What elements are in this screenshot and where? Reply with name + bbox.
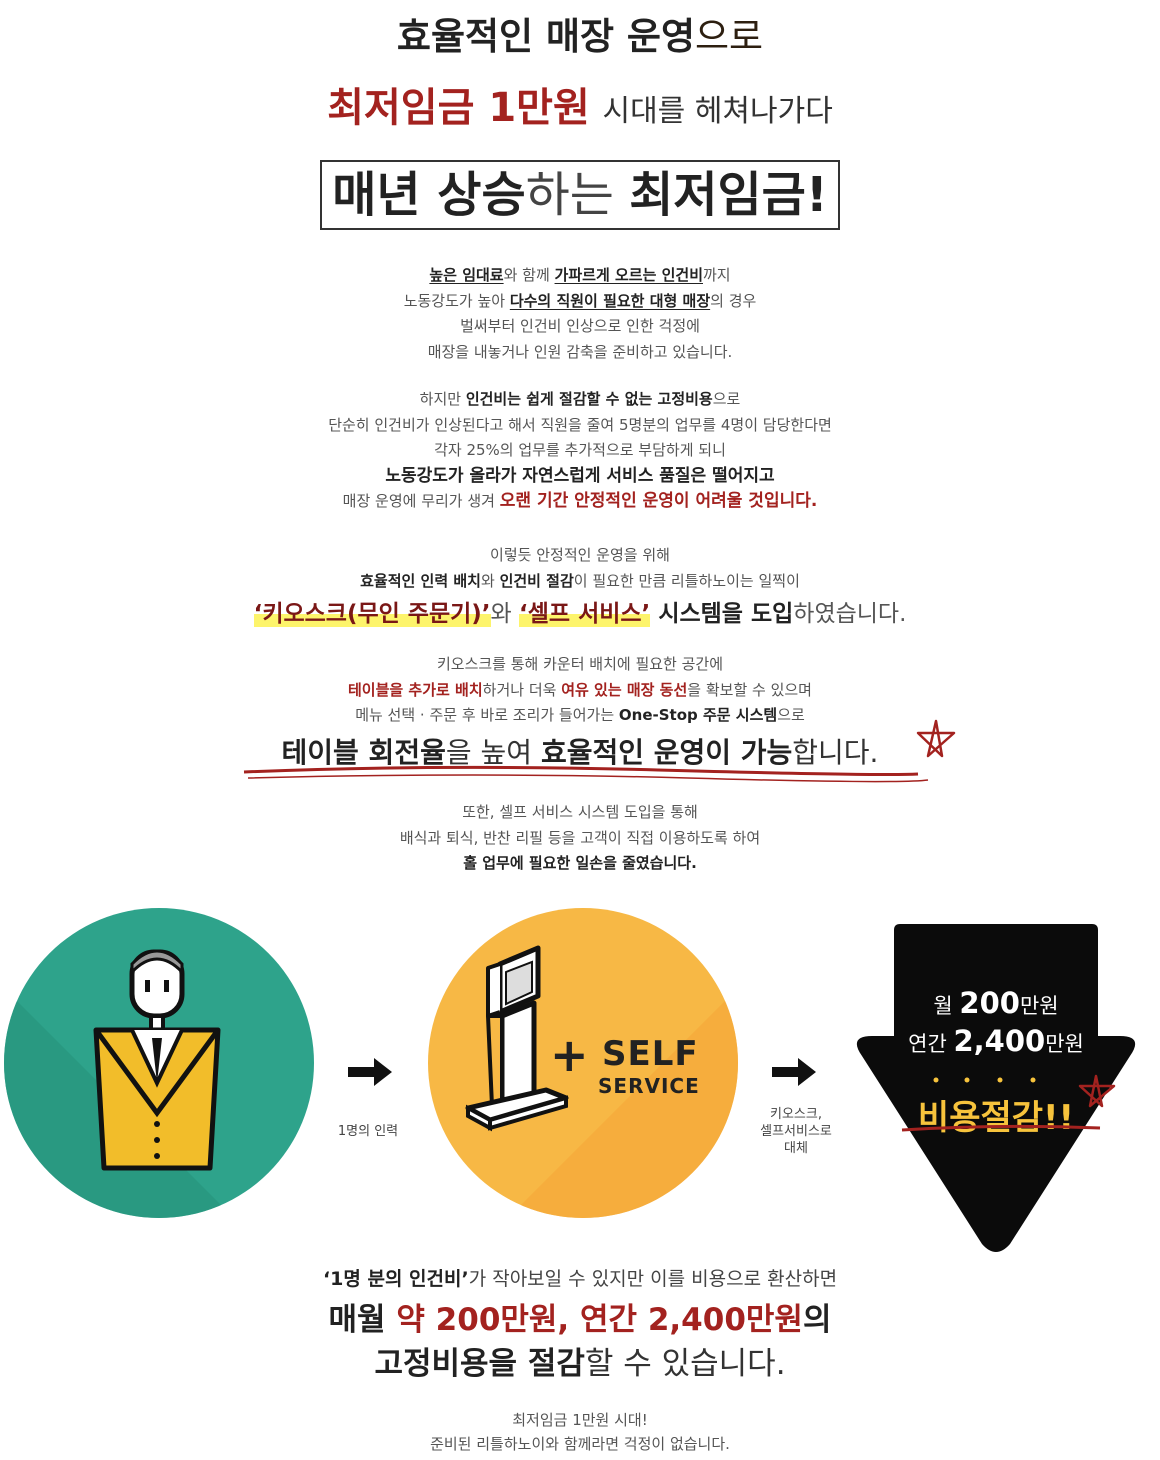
title-box-wrap: 매년 상승하는 최저임금! <box>0 160 1160 230</box>
bottom-l1a: ‘1명 분의 인건비’ <box>322 1268 469 1290</box>
p3-l2c: 인건비 절감 <box>499 571 574 590</box>
p4-l3b: One-Stop 주문 시스템 <box>618 706 778 724</box>
p5-l1: 또한, 셀프 서비스 시스템 도입을 통해 <box>462 803 698 821</box>
bottom-l1b: 가 작아보일 수 있지만 이를 비용으로 환산하면 <box>468 1268 838 1290</box>
p1-l1a: 높은 임대료 <box>429 266 504 284</box>
month-a: 월 <box>933 994 960 1018</box>
p4-l2c: 여유 있는 매장 동선 <box>561 680 688 699</box>
p4-l3a: 메뉴 선택 · 주문 후 바로 조리가 들어가는 <box>355 706 619 724</box>
p1-l4: 매장을 내놓거나 인원 감축을 준비하고 있습니다. <box>427 342 733 361</box>
paragraph-4: 키오스크를 통해 카운터 배치에 필요한 공간에 테이블을 추가로 배치하거나 … <box>0 652 1160 777</box>
staff-person-icon <box>4 949 314 1218</box>
title-box: 매년 상승하는 최저임금! <box>320 160 840 230</box>
headline-1-bold: 효율적인 매장 운영 <box>396 15 695 58</box>
p4-l4d: 합니다. <box>792 735 879 769</box>
bottom-l3b: 할 수 있습니다. <box>584 1346 786 1382</box>
p5-l3: 홀 업무에 필요한 일손을 줄였습니다. <box>463 854 697 872</box>
title-box-c: 최저임금! <box>629 167 828 223</box>
caption2-l2: 셀프서비스로 <box>760 1124 832 1139</box>
p2-l3: 각자 25%의 업무를 추가적으로 부담하게 되니 <box>434 441 726 459</box>
p2-l1c: 으로 <box>712 390 741 408</box>
bottom-l3a: 고정비용을 절감 <box>374 1346 585 1382</box>
arrow-right-icon-2 <box>770 1052 818 1098</box>
p3-kiosk: ‘키오스크(무인 주문기)’ <box>253 601 491 627</box>
title-box-a: 매년 상승 <box>332 167 526 223</box>
paragraph-1: 높은 임대료와 함께 가파르게 오르는 인건비까지 노동강도가 높아 다수의 직… <box>0 263 1160 365</box>
month-b: 200 <box>959 986 1020 1020</box>
down-arrow-icon <box>856 924 1136 1252</box>
p1-l2a: 노동강도가 높아 <box>403 291 510 310</box>
p2-l1a: 하지만 <box>419 390 466 408</box>
p1-l2c: 의 경우 <box>710 291 757 310</box>
headline-2: 최저임금 1만원 시대를 헤쳐나가다 <box>0 75 1160 133</box>
caption-one-person: 1명의 인력 <box>337 1124 399 1139</box>
p1-l1b: 와 함께 <box>503 266 555 284</box>
caption-replacement: 키오스크, 셀프서비스로 대체 <box>744 1106 848 1157</box>
p3-l3e: 하였습니다. <box>793 601 907 627</box>
year-b: 2,400 <box>953 1024 1046 1058</box>
year-a: 연간 <box>908 1032 954 1056</box>
p3-l2b: 와 <box>480 571 500 590</box>
bottom-closing: 최저임금 1만원 시대! 준비된 리틀하노이와 함께라면 걱정이 없습니다. <box>0 1408 1160 1456</box>
headline-1-rest: 으로 <box>695 15 764 58</box>
self-label: SELF <box>602 1034 699 1074</box>
cost-saving-decoration <box>901 1074 1116 1132</box>
kiosk-icon <box>465 945 738 1218</box>
p4-l1: 키오스크를 통해 카운터 배치에 필요한 공간에 <box>436 655 724 673</box>
p3-l3b: 와 <box>490 601 520 627</box>
p4-l2b: 하거나 더욱 <box>482 680 562 699</box>
bottom-highlight: 매월 약 200만원, 연간 2,400만원의 고정비용을 절감할 수 있습니다… <box>0 1298 1160 1386</box>
bottom-l2b: 약 200만원, 연간 2,400만원 <box>396 1302 803 1338</box>
headline-2-red: 최저임금 1만원 <box>327 85 590 131</box>
p3-l1: 이렇듯 안정적인 운영을 위해 <box>490 546 670 564</box>
caption2-l1: 키오스크, <box>770 1107 822 1122</box>
p2-l1b: 인건비는 쉽게 절감할 수 없는 고정비용 <box>465 390 713 408</box>
p4-l4b: 을 높여 <box>445 735 541 769</box>
p1-l3: 벌써부터 인건비 인상으로 인한 걱정에 <box>460 317 700 335</box>
star-doodle-icon <box>916 719 956 758</box>
p3-l2d: 이 필요한 만큼 리틀하노이는 일찍이 <box>573 571 800 590</box>
p3-self-service: ‘셀프 서비스’ <box>519 601 651 627</box>
paragraph-5: 또한, 셀프 서비스 시스템 도입을 통해 배식과 퇴식, 반찬 리필 등을 고… <box>0 800 1160 877</box>
bottom-l4: 최저임금 1만원 시대! <box>512 1411 648 1429</box>
paragraph-2: 하지만 인건비는 쉽게 절감할 수 없는 고정비용으로 단순히 인건비가 인상된… <box>0 387 1160 515</box>
bottom-line-1: ‘1명 분의 인건비’가 작아보일 수 있지만 이를 비용으로 환산하면 <box>0 1264 1160 1291</box>
plus-icon: + <box>550 1028 589 1082</box>
p4-l2a: 테이블을 추가로 배치 <box>348 680 483 699</box>
headline-2-rest: 시대를 헤쳐나가다 <box>602 94 833 129</box>
p4-l2d: 을 확보할 수 있으며 <box>687 680 812 699</box>
bottom-l2a: 매월 <box>328 1302 397 1338</box>
p1-l1c: 가파르게 오르는 인건비 <box>554 266 703 284</box>
p1-l2b: 다수의 직원이 필요한 대형 매장 <box>509 291 711 310</box>
staff-circle <box>4 908 314 1218</box>
caption2-l3: 대체 <box>784 1141 808 1156</box>
p3-l3d: 시스템을 도입 <box>650 601 794 627</box>
headline-1: 효율적인 매장 운영으로 <box>0 6 1160 60</box>
year-c: 만원 <box>1045 1032 1084 1056</box>
p4-l4c: 효율적인 운영이 가능 <box>540 735 793 769</box>
p2-l5a: 매장 운영에 무리가 생겨 <box>342 492 500 510</box>
underline-scribble <box>243 765 929 783</box>
monthly-saving: 월 200만원 <box>852 986 1140 1020</box>
p1-l1d: 까지 <box>703 266 731 284</box>
bottom-l5: 준비된 리틀하노이와 함께라면 걱정이 없습니다. <box>430 1435 730 1453</box>
month-c: 만원 <box>1019 994 1059 1018</box>
arrow-right-icon <box>346 1052 394 1098</box>
kiosk-circle: + SELF SERVICE <box>428 908 738 1218</box>
title-box-b: 하는 <box>525 167 630 223</box>
bottom-l2c: 의 <box>802 1302 832 1338</box>
p2-l2: 단순히 인건비가 인상된다고 해서 직원을 줄여 5명분의 업무를 4명이 담당… <box>328 415 832 434</box>
p5-l2: 배식과 퇴식, 반찬 리필 등을 고객이 직접 이용하도록 하여 <box>399 828 761 847</box>
paragraph-3: 이렇듯 안정적인 운영을 위해 효율적인 인력 배치와 인건비 절감이 필요한 … <box>0 543 1160 634</box>
p4-l3c: 으로 <box>777 706 805 724</box>
cost-saving-label: 비용절감!! <box>917 1098 1075 1138</box>
p2-l4: 노동강도가 올라가 자연스럽게 서비스 품질은 떨어지고 <box>385 465 775 486</box>
yearly-saving: 연간 2,400만원 <box>852 1024 1140 1058</box>
p3-l2a: 효율적인 인력 배치 <box>360 571 481 590</box>
p4-l4a: 테이블 회전율 <box>281 735 446 769</box>
service-label: SERVICE <box>598 1074 700 1098</box>
p2-l5b: 오랜 기간 안정적인 운영이 어려울 것입니다. <box>499 491 818 511</box>
